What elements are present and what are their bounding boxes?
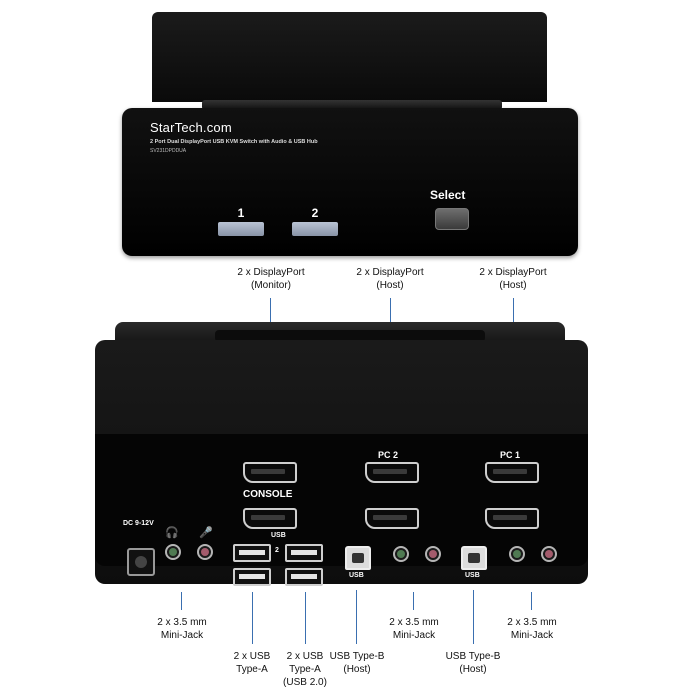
callout-pc1-usb-b: USB Type-B (Host) [442,650,504,676]
dc-power-jack[interactable] [127,548,155,576]
callout-pc2-audio: 2 x 3.5 mm Mini-Jack [378,616,450,642]
brand-logo: StarTech.com [150,120,232,135]
dc-input-label: DC 9-12V [123,520,154,527]
pc1-label: PC 1 [500,450,521,460]
pc1-displayport-1[interactable] [485,462,539,483]
callout-line: (Monitor) [250,280,291,291]
leader-line [356,590,357,644]
select-label: Select [430,188,466,202]
leader-line [531,592,532,610]
callout-line: Mini-Jack [392,630,436,641]
usb-a-port[interactable] [233,544,271,562]
callout-line: (Host) [343,664,371,675]
callout-line: Mini-Jack [510,630,554,641]
callout-line: 2 x 3.5 mm [157,617,207,628]
rear-lid-edge [215,330,485,342]
callout-line: Type-A [236,664,268,675]
front-top-edge [202,100,502,110]
leader-line [181,592,182,610]
pc2-usb-label: USB [349,572,364,579]
pc1-mic-jack[interactable] [541,546,557,562]
leader-line [305,592,306,644]
kvm-rear-view: CONSOLE PC 2 PC 1 DC 9-12V 🎧 🎤 USB 2 USB… [95,322,588,586]
port-2-button[interactable] [292,222,338,236]
select-button[interactable] [435,208,469,230]
callout-line: Type-A [289,664,321,675]
callout-console-audio: 2 x 3.5 mm Mini-Jack [146,616,218,642]
microphone-icon: 🎤 [199,527,213,539]
port-1-button[interactable] [218,222,264,236]
console-displayport-2[interactable] [243,508,297,529]
callout-displayport-host-1: 2 x DisplayPort (Host) [468,266,558,292]
console-displayport-1[interactable] [243,462,297,483]
product-name: 2 Port Dual DisplayPort USB KVM Switch w… [150,139,318,145]
pc2-displayport-2[interactable] [365,508,419,529]
pc2-label: PC 2 [378,450,399,460]
pc2-headphone-jack[interactable] [393,546,409,562]
callout-line: 2 x 3.5 mm [389,617,439,628]
callout-displayport-monitor: 2 x DisplayPort (Monitor) [226,266,316,292]
leader-line [252,592,253,644]
callout-line: (Host) [376,280,404,291]
callout-line: 2 x USB [233,651,271,662]
callout-line: Mini-Jack [160,630,204,641]
rear-port-plate [95,434,588,566]
callout-usb-type-a-2: 2 x USB Type-A (USB 2.0) [276,650,334,689]
port-2-label: 2 [311,206,319,220]
callout-line: 2 x DisplayPort [237,267,305,278]
usb-hub-label: USB [271,532,286,539]
callout-line: 2 x DisplayPort [479,267,547,278]
usb-a-port[interactable] [285,544,323,562]
callout-line: 2 x USB [286,651,324,662]
console-mic-jack[interactable] [197,544,213,560]
port-1-label: 1 [237,206,245,220]
front-panel: StarTech.com 2 Port Dual DisplayPort USB… [122,108,578,256]
console-label: CONSOLE [243,489,293,500]
pc1-displayport-2[interactable] [485,508,539,529]
usb-a-port[interactable] [233,568,271,586]
callout-line: USB Type-B [329,651,385,662]
leader-line [473,590,474,644]
callout-pc2-usb-b: USB Type-B (Host) [326,650,388,676]
front-top-surface [152,12,547,102]
callout-line: 2 x 3.5 mm [507,617,557,628]
pc1-headphone-jack[interactable] [509,546,525,562]
pc1-usb-b-port[interactable] [461,546,487,570]
pc1-usb-label: USB [465,572,480,579]
callout-line: (Host) [499,280,527,291]
callout-line: USB Type-B [445,651,501,662]
model-number: SV231DPDDUA [150,148,187,154]
callout-line: 2 x DisplayPort [356,267,424,278]
callout-displayport-host-2: 2 x DisplayPort (Host) [345,266,435,292]
console-headphone-jack[interactable] [165,544,181,560]
kvm-front-view: StarTech.com 2 Port Dual DisplayPort USB… [122,12,578,256]
leader-line [413,592,414,610]
pc2-displayport-1[interactable] [365,462,419,483]
callout-line: (Host) [459,664,487,675]
pc2-usb-b-port[interactable] [345,546,371,570]
pc2-mic-jack[interactable] [425,546,441,562]
callout-usb-type-a: 2 x USB Type-A [222,650,282,676]
usb-a-port[interactable] [285,568,323,586]
leader-line [390,298,391,328]
usb-hub-number: 2 [275,547,279,554]
headphone-icon: 🎧 [165,527,179,539]
callout-line: (USB 2.0) [283,677,327,688]
callout-pc1-audio: 2 x 3.5 mm Mini-Jack [496,616,568,642]
